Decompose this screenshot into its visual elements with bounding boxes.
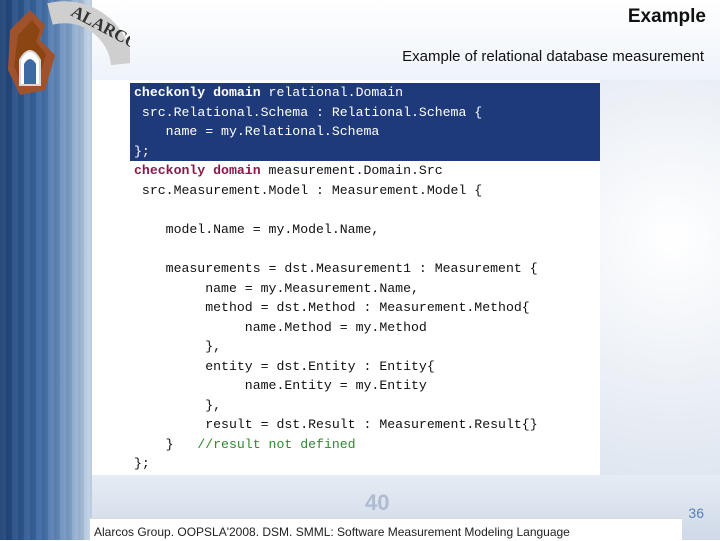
code-keyword: checkonly domain: [134, 85, 261, 100]
code-text: name = my.Measurement.Name,: [205, 280, 419, 296]
code-line: method = dst.Method : Measurement.Method…: [134, 298, 530, 318]
code-indent: [134, 300, 205, 315]
code-panel: checkonly domain relational.Domain src.R…: [130, 80, 600, 475]
code-indent: [134, 378, 245, 393]
code-text: },: [205, 339, 222, 354]
code-text: name.Method = my.Method: [244, 319, 427, 335]
code-indent: [134, 124, 166, 139]
code-text: result = dst.Result : Measurement.Result…: [205, 417, 538, 432]
code-line: model.Name = my.Model.Name,: [134, 220, 380, 240]
code-indent: [134, 417, 205, 432]
footer-text: Alarcos Group. OOPSLA'2008. DSM. SMML: S…: [94, 525, 570, 539]
code-text: name = my.Relational.Schema: [165, 124, 380, 139]
footer: Alarcos Group. OOPSLA'2008. DSM. SMML: S…: [90, 518, 682, 541]
right-decoration: [600, 80, 720, 475]
slide-subtitle: Example of relational database measureme…: [402, 48, 704, 65]
code-line: name = my.Relational.Schema: [130, 122, 600, 142]
code-line: } //result not defined: [134, 435, 356, 455]
code-line: },: [134, 396, 221, 416]
code-text: entity = dst.Entity : Entity{: [205, 358, 435, 374]
header-band: [92, 0, 720, 80]
code-line: src.Measurement.Model : Measurement.Mode…: [134, 181, 482, 201]
code-line: };: [134, 454, 150, 474]
code-line: entity = dst.Entity : Entity{: [134, 357, 435, 377]
code-text: };: [134, 143, 150, 159]
code-comment: //result not defined: [173, 436, 356, 452]
code-indent: [134, 320, 245, 335]
code-indent: [134, 222, 166, 237]
code-indent: [134, 281, 205, 296]
code-keyword: checkonly domain: [134, 163, 261, 178]
code-line: name.Method = my.Method: [134, 318, 427, 338]
background-number: 40: [365, 490, 390, 515]
code-text: measurements = dst.Measurement1 : Measur…: [165, 261, 538, 276]
code-indent: [134, 339, 205, 354]
code-line: measurements = dst.Measurement1 : Measur…: [134, 259, 538, 279]
code-text: },: [205, 397, 222, 413]
code-text: name.Entity = my.Entity: [244, 378, 427, 393]
code-indent: [134, 261, 166, 276]
code-line: name = my.Measurement.Name,: [134, 279, 419, 299]
code-text: method = dst.Method : Measurement.Method…: [205, 300, 530, 315]
code-text: measurement.Domain.Src: [260, 163, 443, 178]
code-line: },: [134, 337, 221, 357]
left-decorative-band: [0, 0, 92, 540]
castle-icon: [8, 10, 55, 95]
code-line: checkonly domain relational.Domain: [130, 83, 600, 103]
code-line: };: [130, 141, 600, 161]
alarcos-logo: ALARCOS: [8, 1, 130, 95]
code-indent: [134, 183, 142, 198]
code-text: };: [134, 456, 150, 471]
code-indent: [134, 359, 205, 374]
code-indent: [134, 398, 205, 413]
code-line: checkonly domain measurement.Domain.Src: [134, 161, 443, 181]
code-text: }: [165, 436, 174, 452]
code-indent: [134, 105, 142, 120]
code-text: src.Measurement.Model : Measurement.Mode…: [141, 182, 483, 198]
code-indent: [134, 437, 166, 452]
code-line: src.Relational.Schema : Relational.Schem…: [130, 102, 600, 122]
page-number: 36: [688, 505, 704, 521]
code-text: relational.Domain: [260, 85, 404, 100]
code-line: name.Entity = my.Entity: [134, 376, 427, 396]
code-line: result = dst.Result : Measurement.Result…: [134, 415, 538, 435]
slide-title: Example: [627, 6, 706, 27]
code-text: model.Name = my.Model.Name,: [165, 222, 380, 237]
code-text: src.Relational.Schema : Relational.Schem…: [141, 104, 483, 120]
